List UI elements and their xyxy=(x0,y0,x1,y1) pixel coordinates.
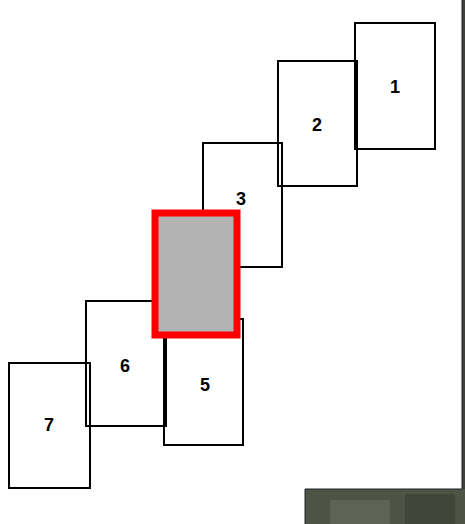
image-corner xyxy=(305,489,465,524)
callout-number: 7 xyxy=(44,415,54,435)
callout-number: 5 xyxy=(200,375,210,395)
callout-number: 6 xyxy=(120,356,130,376)
callout-number: 2 xyxy=(312,115,322,135)
callout-number: 3 xyxy=(236,189,246,209)
image-texture xyxy=(405,494,455,524)
frame-box: 1 xyxy=(354,22,436,150)
panel-edge xyxy=(305,489,306,524)
frame-box: 7 xyxy=(8,362,91,489)
selected-frame xyxy=(155,213,237,335)
callout-number: 1 xyxy=(390,77,400,97)
panel-edge xyxy=(462,0,463,489)
image-texture xyxy=(330,500,390,524)
frame-box: 2 xyxy=(277,60,358,187)
image-edge xyxy=(462,0,465,524)
panel-edge xyxy=(305,489,462,490)
